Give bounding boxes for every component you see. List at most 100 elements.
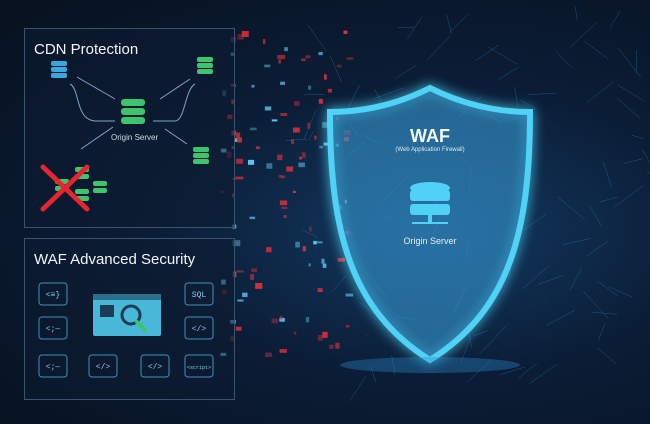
mesh-line (582, 290, 609, 319)
mesh-line (599, 196, 618, 203)
mesh-line (452, 285, 467, 315)
code-icon: <script> (187, 365, 211, 371)
shield-server-icon (410, 182, 450, 224)
code-icon: <;— (46, 325, 61, 334)
particle (343, 130, 351, 135)
mesh-line (362, 267, 387, 297)
mesh-line (522, 265, 549, 290)
mesh-line (395, 315, 415, 320)
mesh-line (569, 21, 598, 49)
particle (305, 55, 311, 59)
mesh-line (303, 110, 317, 140)
particle (301, 58, 306, 61)
green-server-icons (55, 57, 213, 201)
particle (271, 119, 278, 122)
cdn-server-icon (51, 61, 67, 78)
shield-subtitle: (Web Application Firewall) (395, 147, 465, 153)
particle (319, 145, 324, 149)
particle (281, 206, 288, 210)
mesh-line (365, 334, 368, 337)
particle (278, 59, 281, 64)
particle (295, 241, 300, 248)
particle (301, 152, 306, 159)
particle (284, 47, 288, 52)
particle (264, 106, 272, 111)
mesh-line (479, 109, 503, 123)
code-icon: <;— (46, 363, 61, 372)
mesh-line (555, 51, 573, 69)
mesh-line (642, 149, 650, 164)
particle (255, 146, 260, 150)
mesh-line (543, 300, 545, 302)
shield-title: WAF (410, 126, 450, 146)
mesh-line (373, 87, 404, 100)
waf-panel-title: WAF Advanced Security (34, 251, 196, 268)
particle (286, 166, 294, 172)
particle (345, 293, 354, 297)
particle (292, 127, 300, 133)
mesh-line (617, 84, 644, 101)
mesh-line (395, 65, 417, 79)
particle (266, 247, 272, 253)
particle (344, 137, 349, 142)
mesh-line (596, 280, 619, 297)
mesh-line (517, 362, 538, 379)
shield-origin-label: Origin Server (403, 236, 457, 246)
mesh-line (500, 366, 526, 375)
particle (277, 154, 283, 161)
mesh-line (351, 230, 354, 234)
code-box (38, 316, 68, 340)
code-icon: </> (192, 325, 207, 334)
mesh-line (330, 55, 342, 83)
mesh-line (472, 330, 488, 337)
waf-diagram: <≡}SQL<;—</><;—</></><script> (38, 282, 214, 378)
particle (292, 190, 296, 193)
particle (344, 199, 347, 204)
mesh-line (562, 238, 591, 246)
mesh-line (448, 13, 469, 34)
code-box (184, 354, 214, 378)
particle (329, 344, 334, 349)
particle (345, 324, 350, 328)
particle (278, 174, 283, 178)
mesh-line (348, 122, 358, 136)
particle (338, 205, 342, 210)
mesh-line (426, 35, 451, 61)
mesh-line (569, 267, 582, 290)
particle (318, 98, 323, 104)
particle (237, 299, 244, 302)
particle (294, 101, 300, 106)
particle (307, 122, 311, 129)
mesh-line (460, 337, 471, 363)
particle (236, 158, 244, 164)
particle (242, 292, 248, 298)
mesh-line (575, 6, 578, 20)
particle (308, 263, 311, 267)
mesh-line (598, 322, 606, 341)
mesh-line (557, 196, 586, 220)
particle (309, 226, 312, 232)
mesh-line (591, 311, 618, 315)
particle (346, 57, 354, 60)
particle (337, 64, 342, 68)
code-icon: SQL (192, 291, 207, 300)
mesh-line (401, 244, 405, 246)
particle (318, 52, 323, 56)
mesh-line (584, 41, 609, 60)
particle (235, 132, 241, 139)
particle (323, 74, 327, 80)
mesh-line (359, 132, 379, 144)
mesh-line (384, 216, 395, 220)
particle (335, 342, 340, 349)
particle (265, 352, 272, 357)
code-box (38, 282, 68, 306)
particle (318, 335, 323, 341)
particle (232, 240, 241, 247)
mesh-line (479, 324, 508, 355)
particle (302, 246, 306, 252)
blocked-cross-icon (40, 164, 90, 212)
mesh-line (589, 205, 603, 227)
mesh-line (635, 49, 638, 74)
mesh-line (422, 329, 438, 345)
